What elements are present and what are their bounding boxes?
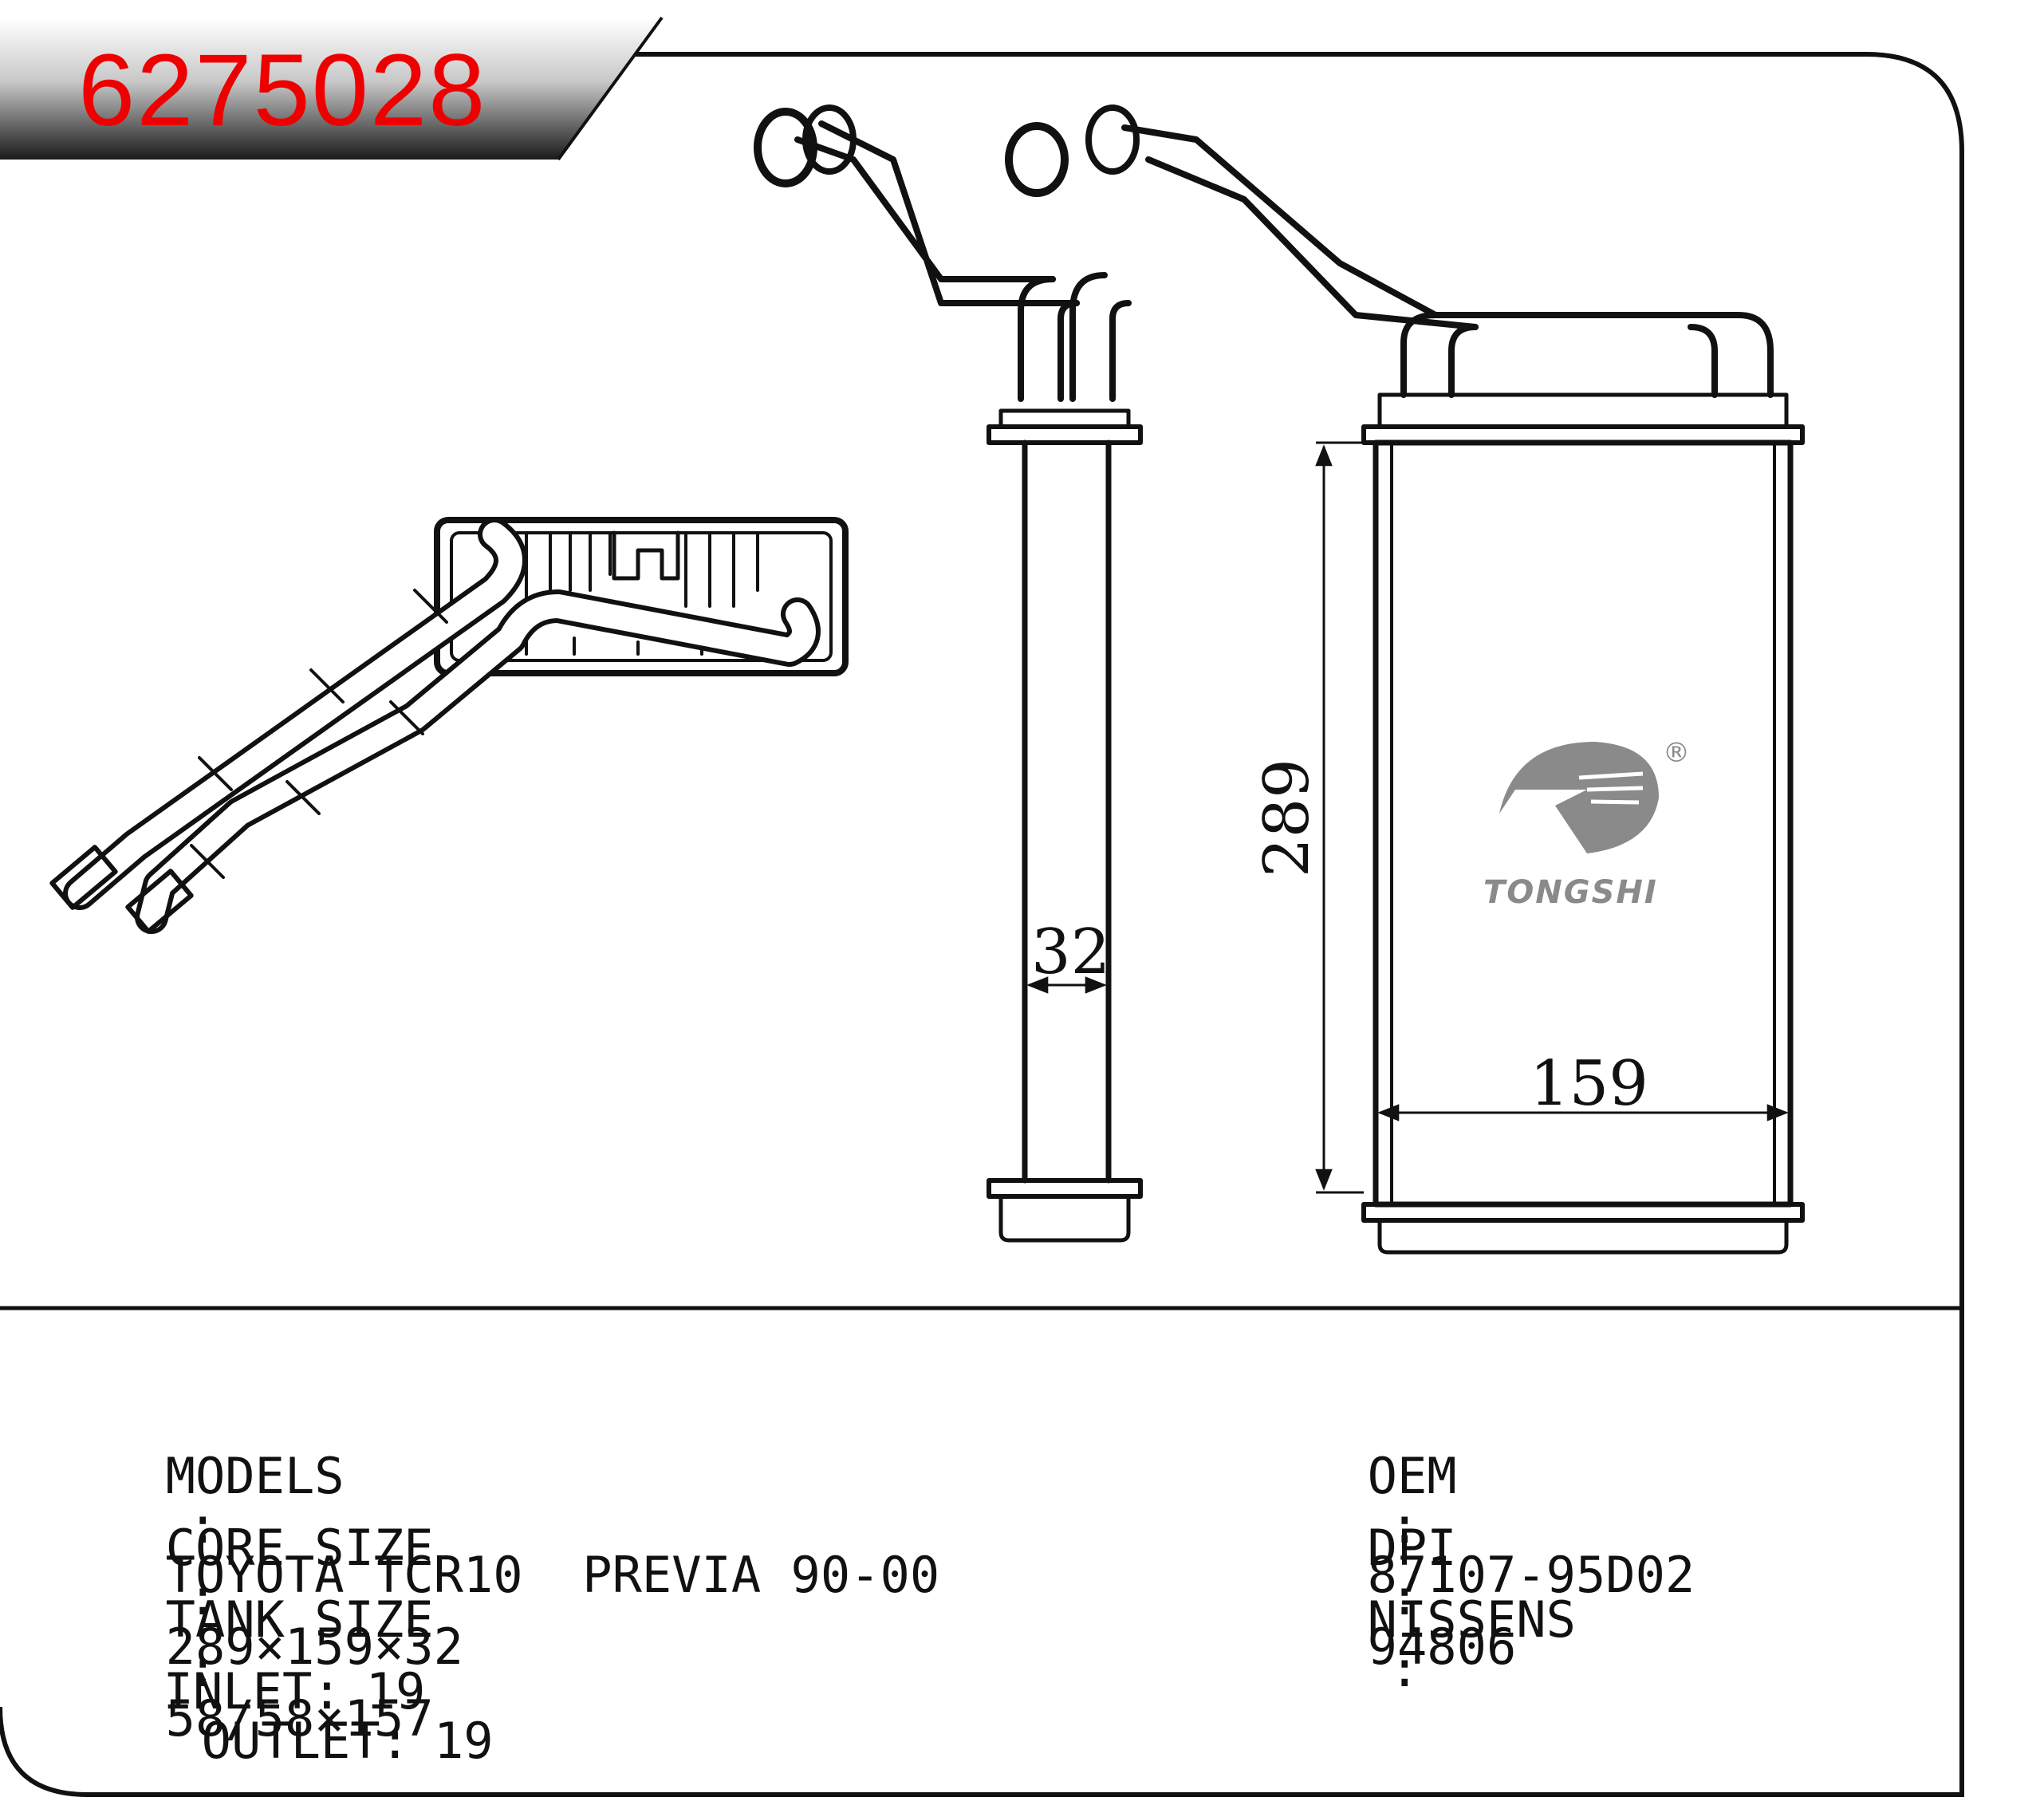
oem-label: OEM [1367, 1447, 1457, 1505]
oem-value: 87107-95D02 [1367, 1546, 1695, 1604]
tongshi-wordmark: TONGSHI [1483, 874, 1658, 911]
dpi-label: DPI [1367, 1519, 1457, 1577]
title-banner-label: 6275028 [0, 18, 662, 161]
tank-size-label: TANK SIZE [165, 1590, 434, 1649]
inlet-value: 19 [365, 1662, 426, 1720]
heater-core-angled-view [49, 517, 849, 934]
dimension-thickness: 32 [1031, 916, 1110, 988]
dpi-separator: : [1389, 1568, 1420, 1626]
tongshi-logo: ® TONGSHI [1483, 737, 1690, 911]
spec-oem: OEM : 87107-95D02 [1308, 1402, 1695, 1600]
heater-core-front-view [1005, 104, 1805, 1255]
title-banner [0, 16, 664, 161]
dpi-value: 94806 [1367, 1618, 1517, 1676]
nissens-label: NISSENS [1367, 1590, 1576, 1649]
inlet-label: INLET [163, 1662, 313, 1720]
inlet-separator: : [312, 1662, 342, 1720]
spec-inlet-outlet: INLET:19 OUTLET:19 [104, 1618, 494, 1766]
core-size-value: 289×159×32 [165, 1618, 463, 1676]
outlet-separator: : [380, 1712, 410, 1770]
core-size-label: CORE SIZE [165, 1519, 434, 1577]
core-size-separator: : [187, 1568, 218, 1626]
tank-size-separator: : [187, 1640, 218, 1698]
tongshi-registered-mark: ® [1663, 737, 1690, 769]
dimension-lines [1026, 441, 1789, 1194]
spec-tank-size: TANK SIZE : 58/58×157 [106, 1546, 434, 1744]
spec-models: MODELS : TOYOTA TCR10 PREVIA 90-00 [106, 1402, 940, 1604]
outlet-label: OUTLET [201, 1712, 380, 1770]
tank-size-value: 58/58×157 [165, 1689, 434, 1748]
outlet-value: 19 [433, 1712, 494, 1770]
spec-dpi: DPI : 94806 [1308, 1474, 1517, 1676]
part-number: 6275028 [78, 33, 487, 148]
oem-separator: : [1389, 1496, 1420, 1555]
models-value: TOYOTA TCR10 PREVIA 90-00 [165, 1546, 940, 1604]
dimension-height: 289 [1251, 759, 1323, 877]
dimension-width: 159 [1530, 1048, 1648, 1120]
nissens-separator: : [1389, 1640, 1420, 1698]
spec-core-size: CORE SIZE : 289×159×32 [106, 1474, 463, 1672]
heater-core-side-view [754, 104, 1143, 1243]
sheet-border [0, 52, 1964, 1797]
spec-nissens: NISSENS : [1308, 1546, 1576, 1744]
models-label: MODELS [165, 1447, 345, 1505]
models-separator: : [187, 1496, 218, 1555]
